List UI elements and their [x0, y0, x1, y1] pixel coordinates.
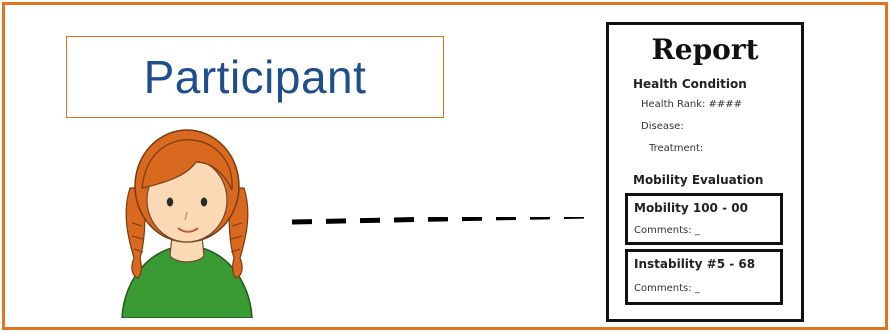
participant-icon — [112, 128, 262, 318]
participant-label-box: Participant — [66, 36, 444, 118]
report-line: Health Rank: #### — [641, 99, 742, 110]
report-box-comment: Comments: _ — [634, 225, 700, 236]
report-result-box: Mobility 100 - 00 Comments: _ — [625, 193, 783, 245]
report-box-value: Mobility 100 - 00 — [634, 201, 748, 215]
report-result-box: Instability #5 - 68 Comments: _ — [625, 249, 783, 305]
report-document: Report Health Condition Health Rank: ###… — [606, 22, 804, 322]
report-section-heading: Health Condition — [633, 77, 747, 91]
report-line: Disease: — [641, 121, 684, 132]
report-box-value: Instability #5 - 68 — [634, 257, 755, 271]
report-title: Report — [609, 33, 801, 66]
report-box-comment: Comments: _ — [634, 283, 700, 294]
connector-line — [292, 217, 592, 227]
participant-label: Participant — [144, 50, 367, 104]
report-section-heading: Mobility Evaluation — [633, 173, 763, 187]
report-line: Treatment: — [649, 143, 703, 154]
